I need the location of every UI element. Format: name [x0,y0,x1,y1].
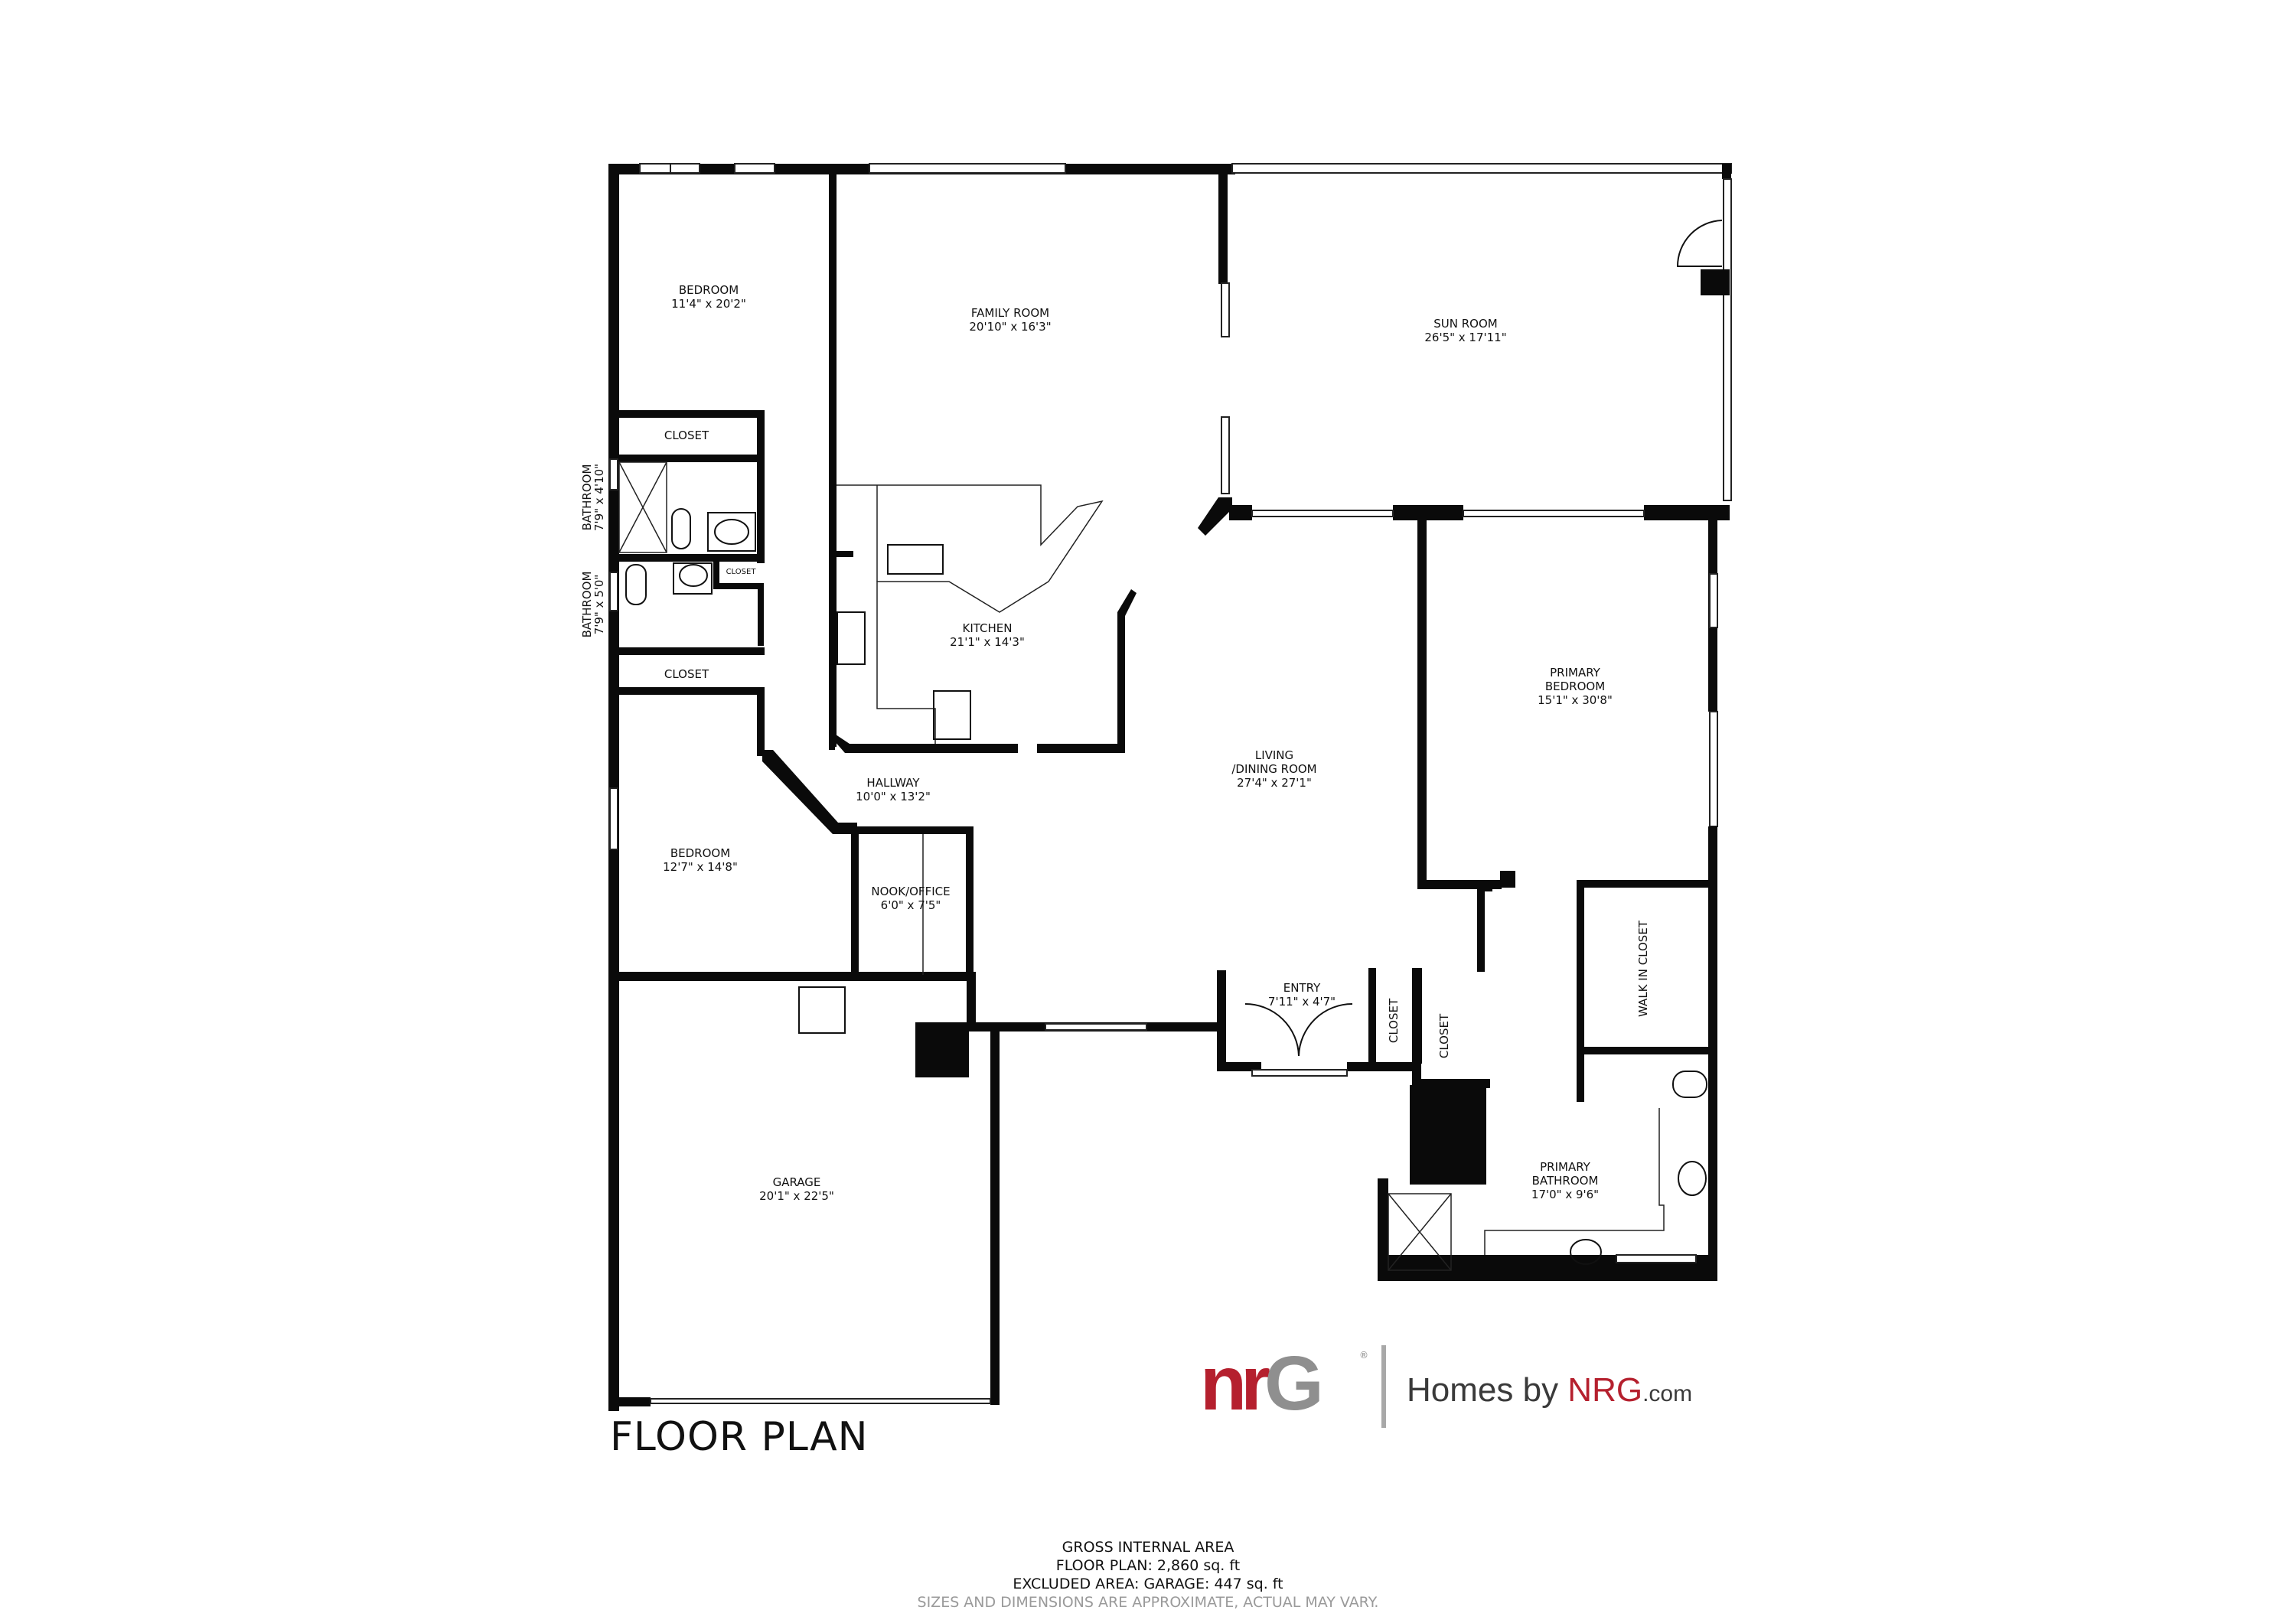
svg-text:PRIMARY: PRIMARY [1550,666,1601,680]
svg-text:KITCHEN: KITCHEN [963,621,1013,635]
area-excluded: EXCLUDED AREA: GARAGE: 447 sq. ft [1013,1576,1283,1592]
floor-plan-title: FLOOR PLAN [610,1414,869,1460]
svg-text:12'7" x 14'8": 12'7" x 14'8" [663,860,738,874]
room-living-dining: LIVING /DINING ROOM 27'4" x 27'1" [1231,748,1316,790]
room-hallway: HALLWAY 10'0" x 13'2" [856,776,931,803]
area-floor-plan: FLOOR PLAN: 2,860 sq. ft [1055,1557,1241,1574]
svg-text:17'0" x 9'6": 17'0" x 9'6" [1531,1188,1599,1201]
room-sun-room: SUN ROOM 26'5" x 17'11" [1424,317,1506,344]
room-closet-entry: CLOSET [1387,998,1401,1043]
fixtures [618,220,1723,1271]
room-family-room: FAMILY ROOM 20'10" x 16'3" [969,306,1051,334]
svg-text:HALLWAY: HALLWAY [866,776,920,790]
svg-text:BEDROOM: BEDROOM [679,283,739,297]
room-nook-office: NOOK/OFFICE 6'0" x 7'5" [871,885,950,912]
svg-text:SUN ROOM: SUN ROOM [1433,317,1497,331]
svg-text:7'11" x 4'7": 7'11" x 4'7" [1268,995,1336,1009]
room-closet-hall: CLOSET [1437,1013,1451,1058]
svg-text:BATHROOM: BATHROOM [580,572,594,638]
svg-text:GARAGE: GARAGE [773,1175,821,1189]
room-primary-bedroom: PRIMARY BEDROOM 15'1" x 30'8" [1538,666,1613,707]
nrg-logo: nrG ® Homes by NRG.com [1200,1339,1736,1431]
svg-text:PRIMARY: PRIMARY [1540,1160,1591,1174]
svg-text:FAMILY ROOM: FAMILY ROOM [971,306,1049,320]
area-summary: GROSS INTERNAL AREA FLOOR PLAN: 2,860 sq… [0,1538,2296,1612]
svg-text:NOOK/OFFICE: NOOK/OFFICE [871,885,950,898]
svg-text:27'4" x 27'1": 27'4" x 27'1" [1237,776,1312,790]
windows [609,163,1718,1263]
svg-text:BATHROOM: BATHROOM [1532,1174,1599,1188]
svg-text:BEDROOM: BEDROOM [1545,680,1605,693]
svg-text:10'0" x 13'2": 10'0" x 13'2" [856,790,931,803]
room-closet-mid: CLOSET [664,667,709,681]
svg-text:/DINING ROOM: /DINING ROOM [1231,762,1316,776]
room-bathroom-2: BATHROOM 7'9" x 5'0" [580,572,606,638]
room-labels: BEDROOM 11'4" x 20'2" FAMILY ROOM 20'10"… [580,283,1650,1203]
svg-text:LIVING: LIVING [1255,748,1293,762]
svg-text:15'1" x 30'8": 15'1" x 30'8" [1538,693,1613,707]
room-primary-bathroom: PRIMARY BATHROOM 17'0" x 9'6" [1531,1160,1599,1201]
logo-wordmark: Homes by NRG.com [1407,1371,1693,1409]
registered-mark-icon: ® [1359,1350,1368,1361]
svg-text:20'10" x 16'3": 20'10" x 16'3" [969,320,1051,334]
room-walk-in-closet: WALK IN CLOSET [1636,920,1650,1017]
area-disclaimer: SIZES AND DIMENSIONS ARE APPROXIMATE, AC… [917,1594,1379,1611]
logo-divider [1381,1345,1386,1428]
nrg-logo-mark: nrG [1200,1341,1324,1426]
room-closet-nw: CLOSET [664,429,709,442]
room-garage: GARAGE 20'1" x 22'5" [759,1175,834,1203]
svg-text:26'5" x 17'11": 26'5" x 17'11" [1424,331,1506,344]
room-entry: ENTRY 7'11" x 4'7" [1268,981,1336,1009]
room-closet-small: CLOSET [726,568,757,576]
svg-text:20'1" x 22'5": 20'1" x 22'5" [759,1189,834,1203]
svg-text:BATHROOM: BATHROOM [580,464,594,531]
room-bedroom-nw: BEDROOM 11'4" x 20'2" [671,283,746,311]
svg-text:11'4" x 20'2": 11'4" x 20'2" [671,297,746,311]
svg-text:21'1" x 14'3": 21'1" x 14'3" [950,635,1025,649]
room-bedroom-sw: BEDROOM 12'7" x 14'8" [663,846,738,874]
svg-text:BEDROOM: BEDROOM [670,846,730,860]
walls [608,163,1732,1411]
svg-text:6'0" x 7'5": 6'0" x 7'5" [881,898,941,912]
svg-text:7'9" x 4'10": 7'9" x 4'10" [592,464,606,531]
area-heading: GROSS INTERNAL AREA [1062,1539,1234,1556]
room-kitchen: KITCHEN 21'1" x 14'3" [950,621,1025,649]
svg-text:ENTRY: ENTRY [1283,981,1321,995]
room-bathroom-1: BATHROOM 7'9" x 4'10" [580,464,606,531]
svg-text:7'9" x 5'0": 7'9" x 5'0" [592,575,606,635]
